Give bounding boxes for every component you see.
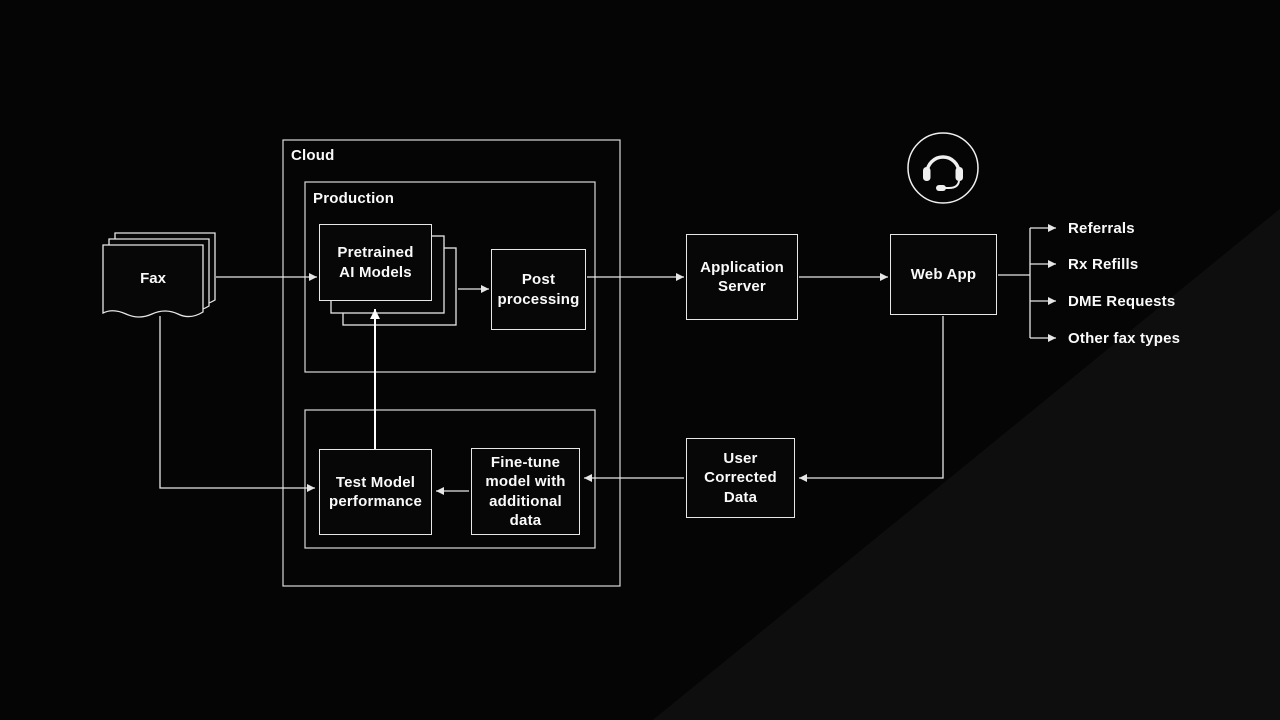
output-rx-refills: Rx Refills xyxy=(1068,255,1139,273)
output-other-fax-types: Other fax types xyxy=(1068,329,1181,347)
cloud-label: Cloud xyxy=(291,147,335,164)
connector-fax-to-testmodel xyxy=(159,316,315,492)
node-application-server: Application Server xyxy=(686,234,798,320)
node-web-app: Web App xyxy=(890,234,997,315)
connector-webapp-to-userdata xyxy=(799,316,944,482)
node-user-corrected-data: User Corrected Data xyxy=(686,438,795,518)
output-dme-requests: DME Requests xyxy=(1068,292,1176,310)
fax-label: Fax xyxy=(140,270,166,288)
training-container xyxy=(304,409,596,549)
node-fine-tune-model: Fine-tune model with additional data xyxy=(471,448,580,535)
fax-document-icon xyxy=(102,232,216,318)
cloud-container xyxy=(282,139,621,587)
production-label: Production xyxy=(313,190,395,207)
node-pretrained-ai-models: Pretrained AI Models xyxy=(319,224,432,301)
headset-icon xyxy=(907,132,979,204)
node-post-processing: Post processing xyxy=(491,249,586,330)
output-referrals: Referrals xyxy=(1068,219,1135,237)
node-test-model-performance: Test Model performance xyxy=(319,449,432,535)
